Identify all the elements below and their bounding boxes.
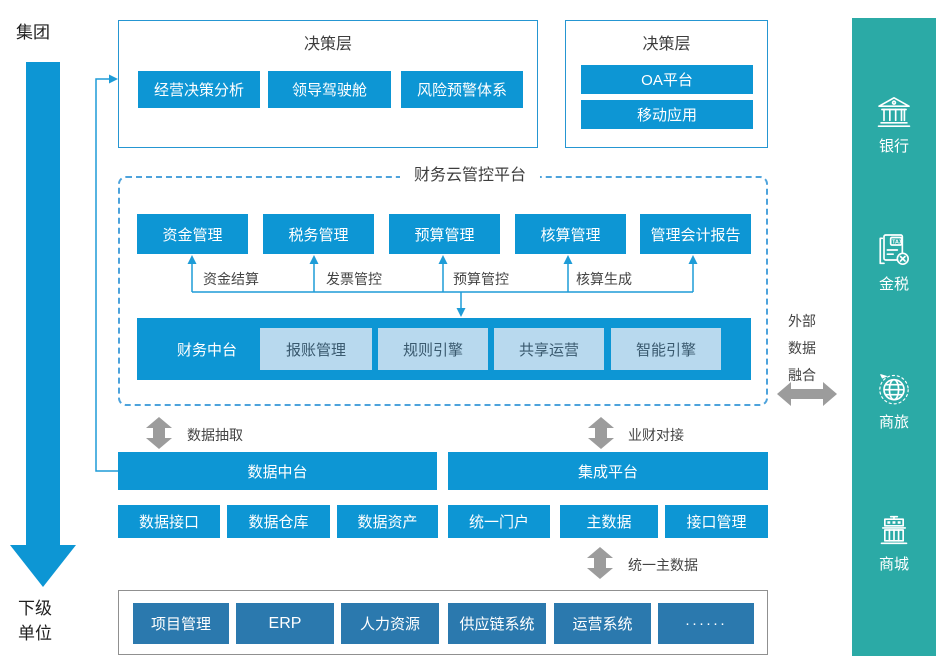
sidebar-item-mall: 商城 [852,510,936,574]
finance-middle-platform-label: 财务中台 [176,341,237,359]
mall-icon [880,515,908,545]
tax-icon: TAX [879,234,909,265]
system-supply-chain: 供应链系统 [448,603,546,644]
flow-budget-control: 预算管控 [453,271,509,287]
module-tax-management: 税务管理 [263,214,374,254]
finance-cloud-title: 财务云管控平台 [399,164,541,188]
flow-fund-settlement: 资金结算 [203,271,259,287]
system-erp: ERP [236,603,334,644]
submodule-expense-management: 报账管理 [260,328,372,370]
decision-layer-left-box: 决策层 经营决策分析 领导驾驶舱 风险预警体系 [118,20,538,148]
module-oa-platform: OA平台 [581,65,753,94]
sidebar-label-mall: 商城 [878,556,909,573]
module-business-decision-analysis: 经营决策分析 [138,71,260,108]
module-interface-management: 接口管理 [665,505,768,538]
loop-connector-line [95,78,118,472]
system-ellipsis: ······ [658,603,754,644]
flow-accounting-generation: 核算生成 [576,271,632,287]
bizfin-double-arrow-icon [588,417,614,449]
module-fund-management: 资金管理 [137,214,248,254]
sidebar-item-tax: TAX 金税 [852,230,936,294]
submodule-shared-operation: 共享运营 [494,328,604,370]
module-master-data: 主数据 [560,505,658,538]
decision-layer-right-title: 决策层 [642,36,691,53]
group-to-subunit-arrowhead-icon [10,545,76,587]
system-hr: 人力资源 [341,603,439,644]
source-systems-box: 项目管理 ERP 人力资源 供应链系统 运营系统 ······ [118,590,768,655]
bizfin-link-label: 业财对接 [628,427,684,443]
module-leader-cockpit: 领导驾驶舱 [268,71,391,108]
data-extract-label: 数据抽取 [187,427,243,443]
master-data-double-arrow-icon [587,547,613,579]
sidebar-label-bank: 银行 [878,138,909,155]
sidebar-label-tax: 金税 [878,276,909,293]
module-data-warehouse: 数据仓库 [227,505,330,538]
finance-middle-platform-bar: 财务中台 报账管理 规则引擎 共享运营 智能引擎 [137,318,751,380]
flow-invoice-control: 发票管控 [326,271,382,287]
subunit-label: 下级 单位 [18,599,52,643]
submodule-rule-engine: 规则引擎 [378,328,488,370]
module-accounting-management: 核算管理 [515,214,626,254]
loop-arrowhead-icon [109,74,118,84]
module-risk-warning: 风险预警体系 [401,71,523,108]
module-mgmt-accounting-report: 管理会计报告 [640,214,751,254]
module-unified-portal: 统一门户 [448,505,550,538]
group-to-subunit-arrow [26,62,60,545]
decision-layer-right-box: 决策层 OA平台 移动应用 [565,20,768,148]
data-platform-bar: 数据中台 [118,452,437,490]
sidebar-item-travel: 商旅 [852,368,936,432]
module-budget-management: 预算管理 [389,214,500,254]
module-mobile-app: 移动应用 [581,100,753,129]
unified-master-data-label: 统一主数据 [628,557,698,573]
travel-globe-icon [879,374,909,405]
data-extract-double-arrow-icon [146,417,172,449]
module-data-interface: 数据接口 [118,505,220,538]
module-data-asset: 数据资产 [337,505,438,538]
integration-platform-bar: 集成平台 [448,452,768,490]
system-project-management: 项目管理 [133,603,229,644]
system-operation: 运营系统 [554,603,651,644]
sidebar-label-travel: 商旅 [878,414,909,431]
group-label: 集团 [16,23,50,42]
sidebar-item-bank: 银行 [852,92,936,156]
external-services-sidebar: 银行 TAX 金税 商旅 [852,18,936,656]
external-data-fusion-label: 外部 数据 融合 [788,313,816,383]
bank-icon [877,97,911,127]
decision-layer-left-title: 决策层 [303,36,352,53]
svg-text:TAX: TAX [892,239,903,245]
submodule-intelligent-engine: 智能引擎 [611,328,721,370]
